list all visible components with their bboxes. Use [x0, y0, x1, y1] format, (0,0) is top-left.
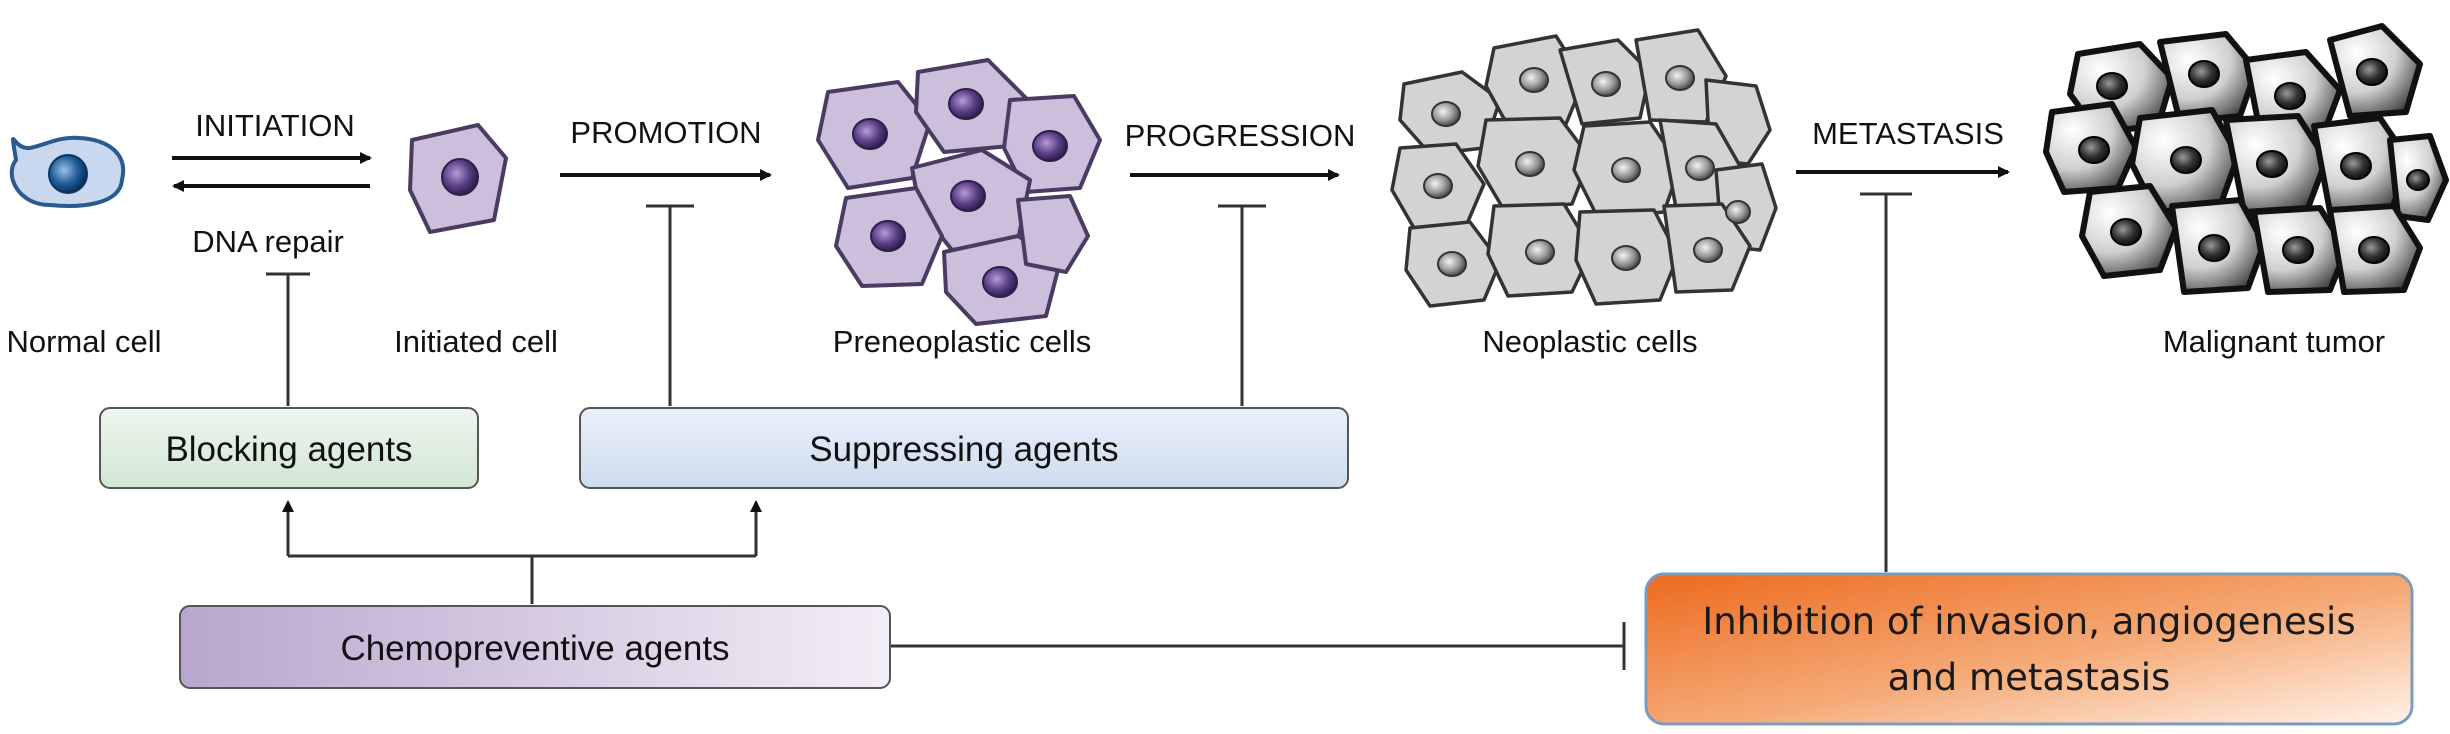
- neoplastic-cells-label: Neoplastic cells: [1482, 324, 1697, 359]
- inhibition-connectors: [266, 192, 1912, 670]
- malignant-tumor-icon: [2043, 23, 2449, 295]
- chemopreventive-agents-label: Chemopreventive agents: [340, 629, 729, 668]
- preneoplastic-cells-label: Preneoplastic cells: [833, 324, 1091, 359]
- initiation-label: INITIATION: [195, 108, 355, 143]
- dna-repair-label: DNA repair: [192, 224, 344, 259]
- suppressing-agents-box: Suppressing agents: [579, 407, 1349, 489]
- chemopreventive-agents-box: Chemopreventive agents: [179, 605, 891, 689]
- progression-label: PROGRESSION: [1125, 118, 1356, 153]
- inhibition-label-line1: Inhibition of invasion, angiogenesis: [1702, 600, 2355, 643]
- chemopreventive-branch-arrows: [282, 500, 762, 604]
- inhibition-label-line2: and metastasis: [1888, 656, 2171, 699]
- inhibition-box: Inhibition of invasion, angiogenesis and…: [1644, 572, 2414, 726]
- normal-cell-label: Normal cell: [6, 324, 161, 359]
- initiation-arrows: [172, 152, 372, 192]
- preneoplastic-cells-icon: [816, 58, 1102, 326]
- promotion-label: PROMOTION: [570, 115, 761, 150]
- blocking-agents-box: Blocking agents: [99, 407, 479, 489]
- malignant-tumor-label: Malignant tumor: [2163, 324, 2385, 359]
- metastasis-label: METASTASIS: [1812, 116, 2004, 151]
- initiated-cell-label: Initiated cell: [394, 324, 558, 359]
- normal-cell-icon: [9, 135, 126, 208]
- initiated-cell-icon: [408, 123, 508, 234]
- neoplastic-cells-icon: [1390, 28, 1778, 308]
- suppressing-agents-label: Suppressing agents: [809, 430, 1118, 469]
- blocking-agents-label: Blocking agents: [165, 430, 412, 469]
